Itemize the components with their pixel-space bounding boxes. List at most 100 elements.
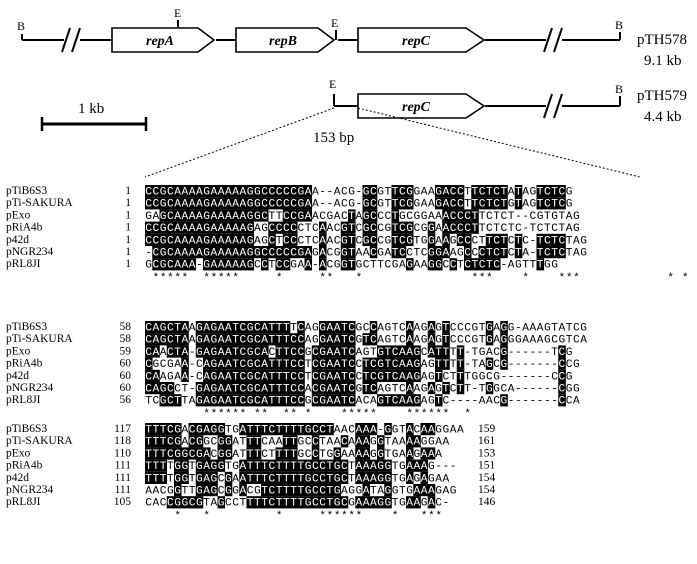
identity-shade [333, 333, 342, 346]
residue: T [160, 437, 167, 449]
sequence-name: pRiA4b [6, 358, 43, 370]
residue: C [145, 371, 152, 383]
residue: G [160, 260, 167, 272]
residue: T [443, 384, 450, 396]
identity-shade [500, 185, 508, 198]
residue: A [182, 335, 189, 347]
residue: G [305, 396, 312, 408]
residue: G [312, 335, 319, 347]
residue: T [551, 347, 558, 359]
identity-shade [500, 321, 508, 334]
residue: G [145, 211, 152, 223]
identity-shade [181, 447, 189, 460]
residue: A [218, 260, 225, 272]
residue: A [356, 449, 363, 461]
residue: A [240, 425, 247, 437]
residue: G [305, 473, 312, 485]
identity-shade [282, 209, 291, 222]
residue: C [290, 248, 297, 260]
residue: - [501, 260, 508, 272]
identity-shade [210, 221, 218, 234]
residue: T [319, 449, 326, 461]
identity-shade [319, 369, 327, 382]
residue: G [356, 260, 363, 272]
identity-shade [253, 333, 262, 346]
residue: G [428, 396, 435, 408]
residue: A [421, 449, 428, 461]
residue: C [261, 211, 268, 223]
residue: G [211, 359, 218, 371]
residue: A [414, 486, 421, 498]
residue: T [189, 473, 196, 485]
residue: T [269, 449, 276, 461]
identity-shade [290, 484, 298, 497]
identity-shade [210, 484, 218, 497]
identity-shade [304, 496, 313, 509]
identity-shade [413, 345, 421, 358]
sequence-name: pExo [6, 345, 31, 357]
residue: A [414, 437, 421, 449]
residue: G [385, 235, 392, 247]
residue: C [160, 498, 167, 510]
identity-shade [210, 246, 218, 259]
residue: A [174, 187, 181, 199]
residue: C [269, 199, 276, 211]
identity-shade [536, 258, 545, 271]
residue: C [443, 371, 450, 383]
residue: A [356, 396, 363, 408]
gene-label-repC-pTH579: repC [402, 100, 431, 115]
residue: T [450, 371, 457, 383]
residue: C [298, 384, 305, 396]
residue: C [290, 223, 297, 235]
gene-arrow-repB [235, 27, 336, 53]
identity-shade [181, 197, 189, 210]
residue: G [203, 199, 210, 211]
residue: T [276, 211, 283, 223]
identity-shade [275, 333, 284, 346]
sequence-start: 1 [125, 246, 131, 258]
residue: A [196, 211, 203, 223]
residue: A [406, 473, 413, 485]
residue: G [298, 248, 305, 260]
residue: C [319, 425, 326, 437]
identity-shade [217, 333, 226, 346]
residue: C [312, 347, 319, 359]
identity-shade [297, 394, 305, 407]
residue: G [298, 199, 305, 211]
residue: G [385, 425, 392, 437]
residue: C [254, 347, 261, 359]
residue: A [334, 347, 341, 359]
identity-shade [340, 394, 349, 407]
residue: A [479, 396, 486, 408]
residue: T [385, 449, 392, 461]
sequence-end: 154 [478, 472, 496, 484]
residue: C [167, 235, 174, 247]
sequence-start: 1 [125, 234, 131, 246]
residue: C [240, 323, 247, 335]
residue: A [363, 486, 370, 498]
residue: A [327, 347, 334, 359]
identity-shade [275, 382, 284, 395]
identity-shade [435, 258, 443, 271]
identity-shade [442, 197, 450, 210]
residue: G [479, 371, 486, 383]
residue: T [247, 425, 254, 437]
residue: T [182, 396, 189, 408]
identity-shade [319, 357, 327, 370]
identity-shade [195, 209, 204, 222]
residue: T [160, 425, 167, 437]
identity-shade [319, 496, 327, 509]
residue: T [392, 223, 399, 235]
residue: C [406, 248, 413, 260]
residue: A [428, 199, 435, 211]
residue: - [450, 461, 457, 473]
residue: C [319, 473, 326, 485]
residue: G [508, 199, 515, 211]
identity-shade [326, 423, 334, 436]
residue: C [363, 396, 370, 408]
residue: T [247, 437, 254, 449]
residue: T [276, 359, 283, 371]
